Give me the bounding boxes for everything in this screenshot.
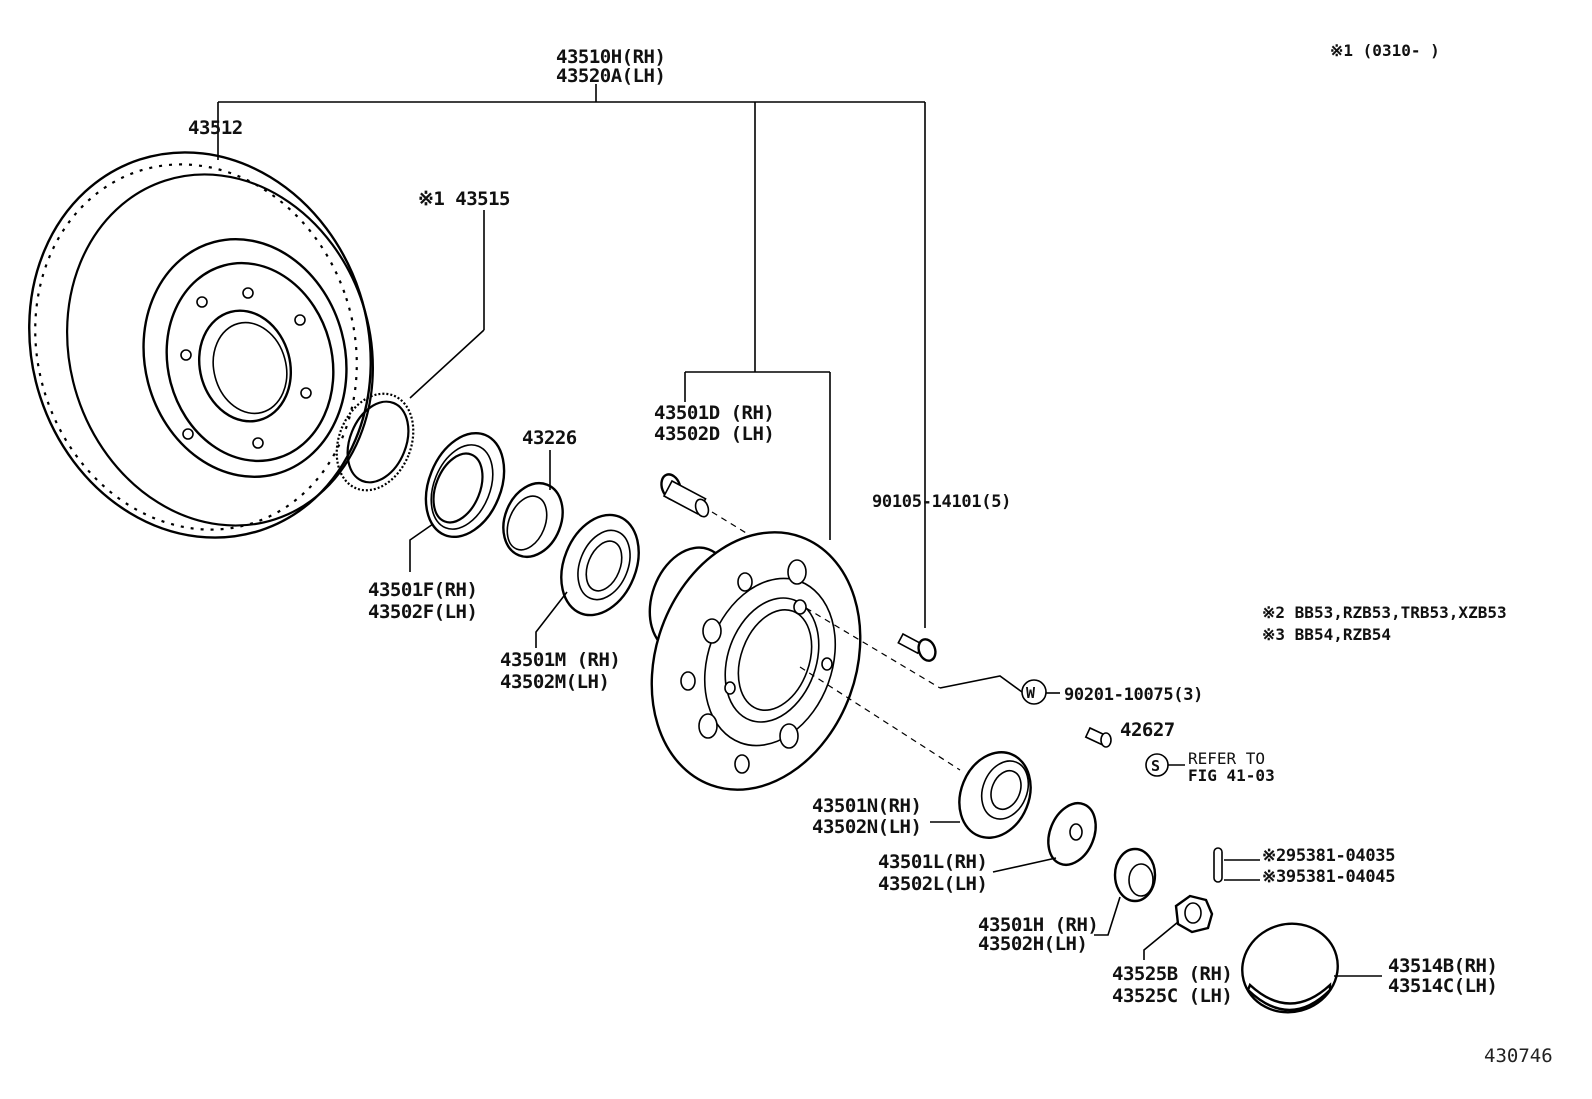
disc-rotor xyxy=(28,151,374,539)
hub-bolt xyxy=(660,473,791,561)
label-hub-disc-rh: 43510H(RH) xyxy=(556,46,665,68)
label-hub-disc-lh: 43520A(LH) xyxy=(556,65,665,87)
note-1: ※1 (0310- ) xyxy=(1330,41,1440,60)
grease-fitting xyxy=(1084,726,1112,748)
axle-hub xyxy=(648,531,961,791)
label-lock-cap-rh: 43525B (RH) xyxy=(1112,963,1232,985)
lock-cap xyxy=(1143,894,1214,960)
label-pin-bb54: ※395381-04045 xyxy=(1262,867,1395,887)
refer-symbol: S xyxy=(1151,757,1160,775)
hub-nut xyxy=(1094,847,1157,936)
thrust-washer xyxy=(992,802,1097,873)
spacer xyxy=(502,450,564,558)
label-grease-fitting: 42627 xyxy=(1120,719,1175,741)
figure-number: 430746 xyxy=(1484,1045,1553,1067)
washer-symbol: W xyxy=(1026,684,1036,702)
label-pin-bb53: ※295381-04035 xyxy=(1262,846,1395,866)
label-disc: 43512 xyxy=(188,117,243,139)
label-bolt-lh: 43502D (LH) xyxy=(654,423,774,445)
label-seal-rh: 43501F(RH) xyxy=(368,579,477,601)
label-nut-rh: 43501H (RH) xyxy=(978,914,1098,936)
label-bolt-rh: 43501D (RH) xyxy=(654,402,774,424)
label-outer-bearing-lh: 43502N(LH) xyxy=(812,816,921,838)
label-inner-bearing-lh: 43502M(LH) xyxy=(500,671,609,693)
washer-symbol-circle xyxy=(1021,679,1047,705)
label-grease-cap-rh: 43514B(RH) xyxy=(1388,955,1497,977)
washer-leader xyxy=(939,675,1023,693)
oil-seal xyxy=(409,431,506,572)
label-grease-cap-lh: 43514C(LH) xyxy=(1388,975,1497,997)
label-lock-cap-lh: 43525C (LH) xyxy=(1112,985,1232,1007)
inner-bearing xyxy=(535,513,640,648)
label-refer-line2: FIG 41-03 xyxy=(1188,766,1275,785)
label-sensor-rotor: ※1 43515 xyxy=(418,188,510,210)
label-thrust-washer-rh: 43501L(RH) xyxy=(878,851,987,873)
flange-bolt xyxy=(897,632,937,662)
cotter-pin xyxy=(1213,847,1260,883)
sensor-rotor-ring xyxy=(335,210,485,492)
assembly-bracket xyxy=(217,84,926,628)
label-nut-lh: 43502H(LH) xyxy=(978,933,1087,955)
label-spacer: 43226 xyxy=(522,427,577,449)
label-refer-line1: REFER TO xyxy=(1188,749,1265,768)
label-thrust-washer-lh: 43502L(LH) xyxy=(878,873,987,895)
grease-cap xyxy=(1241,922,1382,1014)
label-inner-bearing-rh: 43501M (RH) xyxy=(500,649,620,671)
label-seal-lh: 43502F(LH) xyxy=(368,601,477,623)
label-bolt-qty: 90105-14101(5) xyxy=(872,492,1011,512)
label-washer-ref: 90201-10075(3) xyxy=(1064,685,1203,705)
note-2: ※2 BB53,RZB53,TRB53,XZB53 xyxy=(1262,603,1507,622)
note-3: ※3 BB54,RZB54 xyxy=(1262,625,1391,644)
label-outer-bearing-rh: 43501N(RH) xyxy=(812,795,921,817)
outer-bearing xyxy=(930,751,1032,839)
